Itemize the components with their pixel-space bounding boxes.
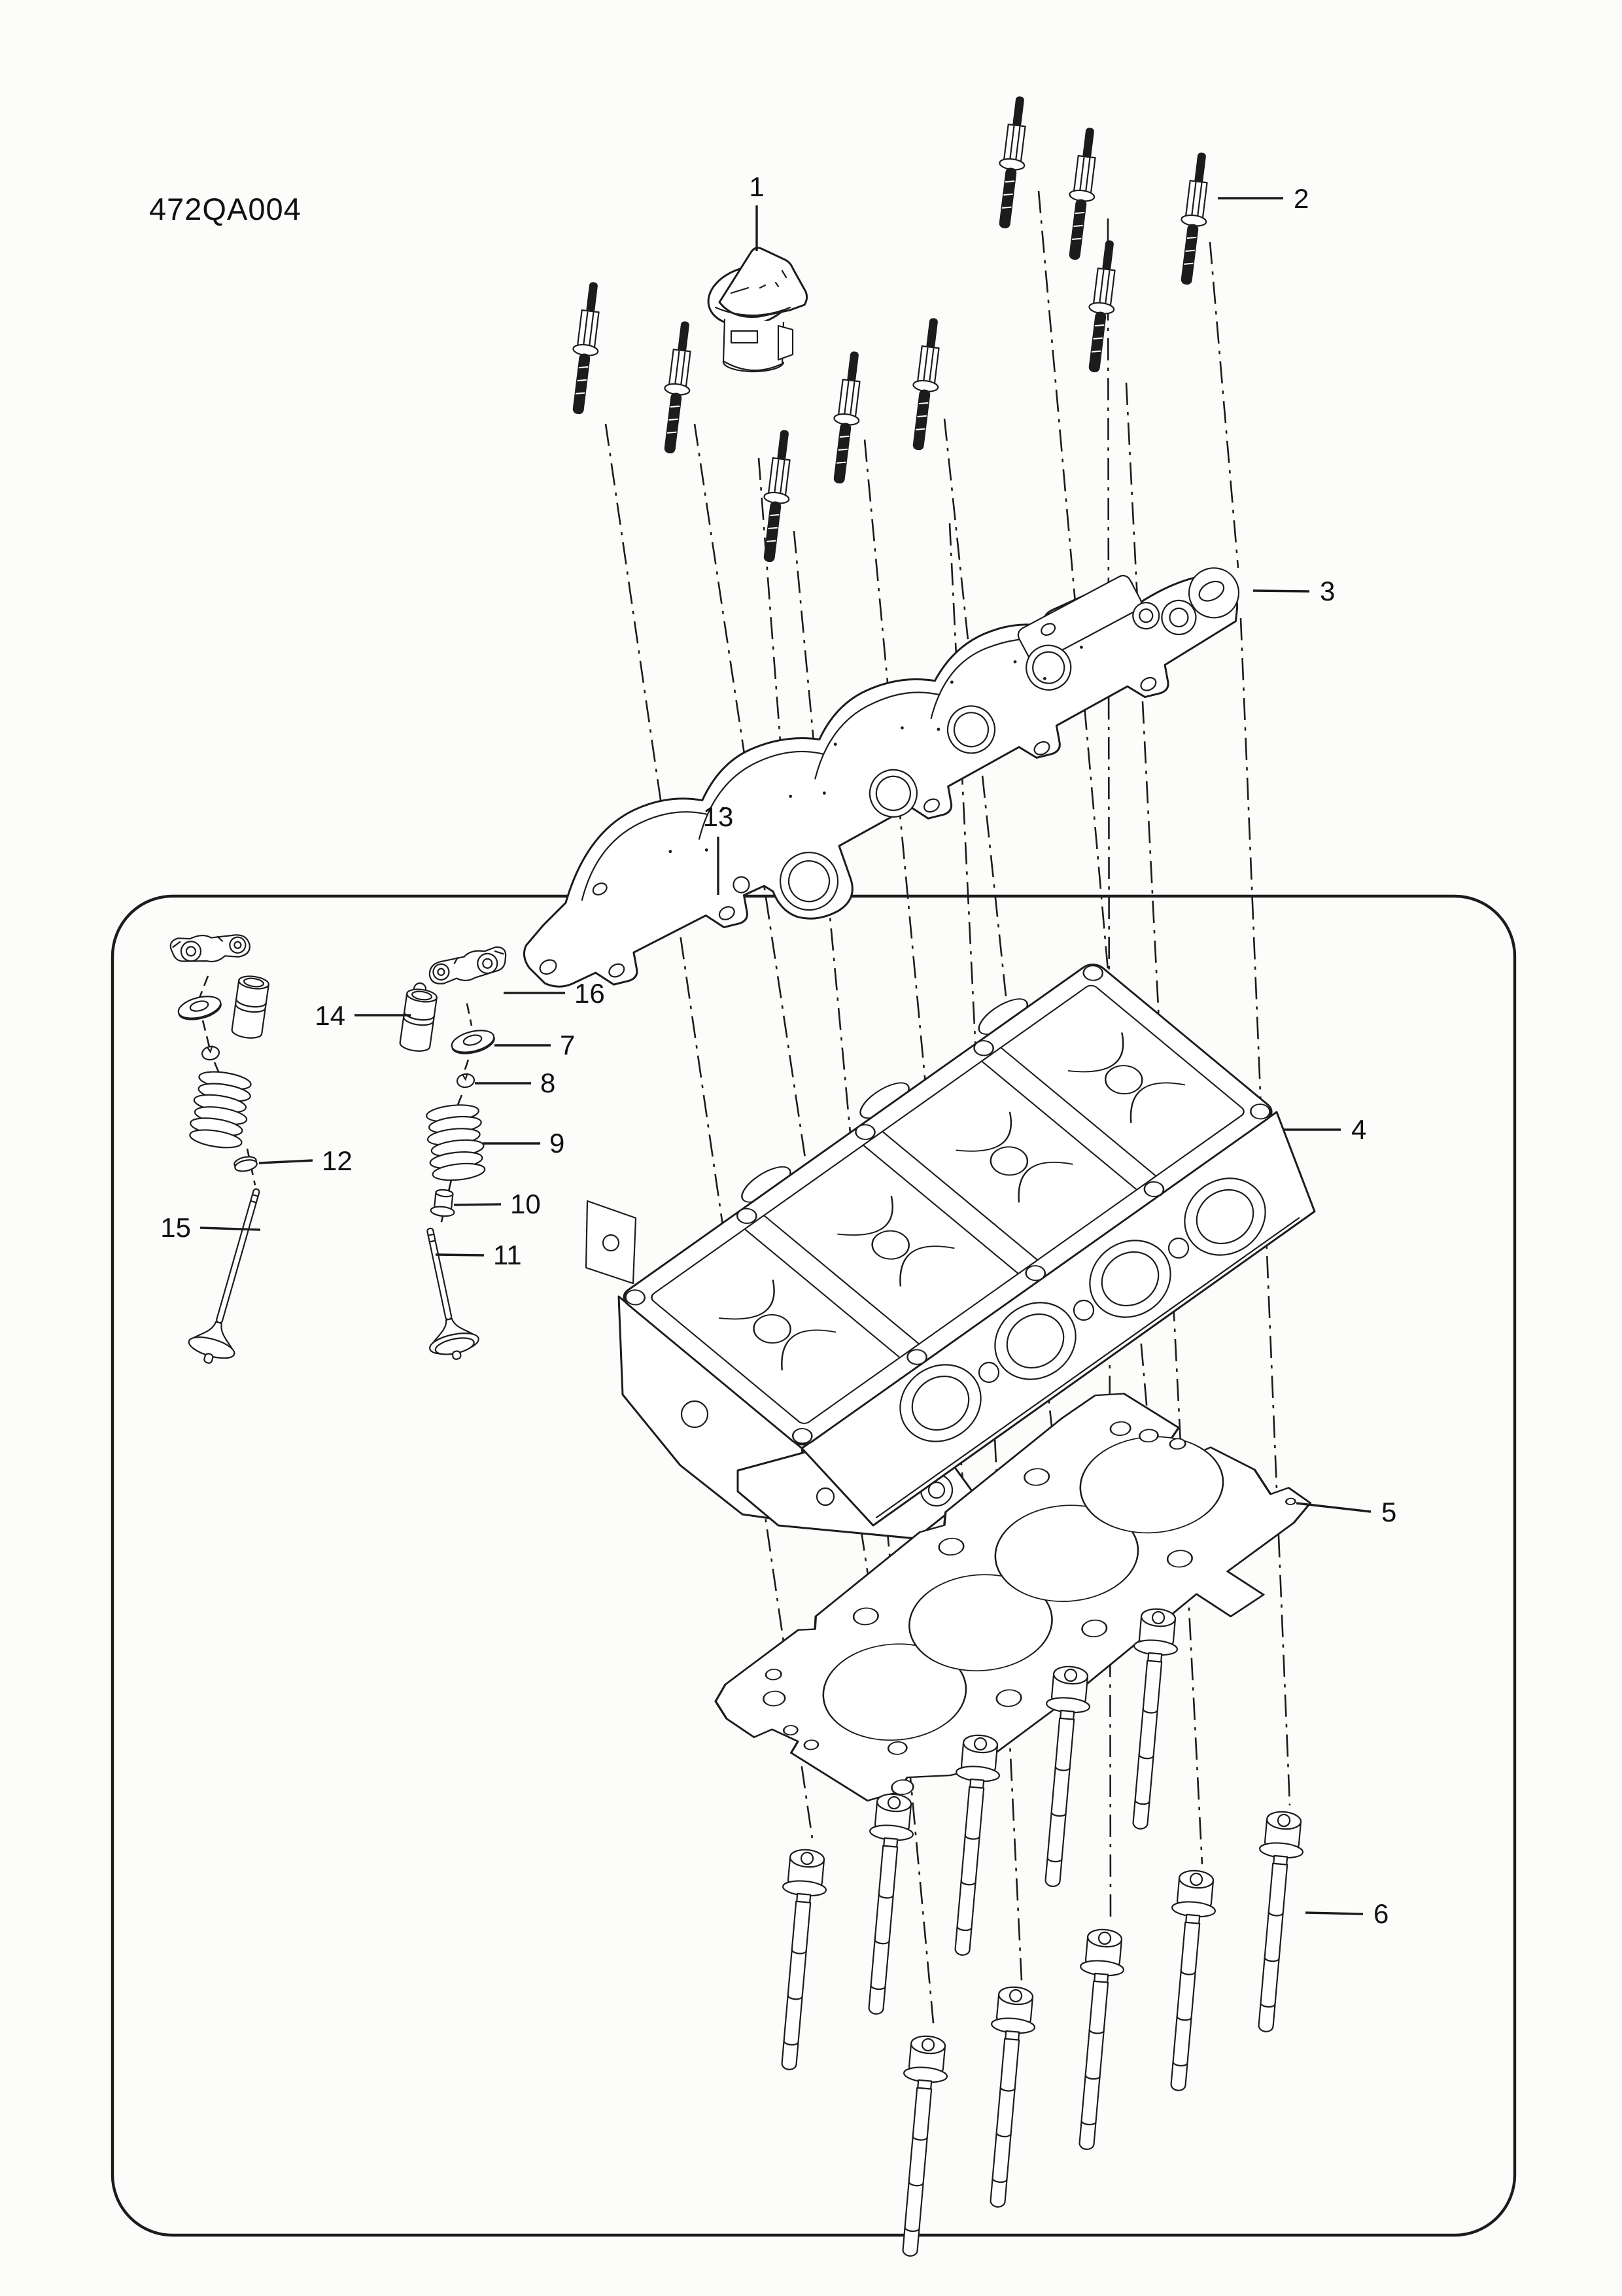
parts-group-box: [111, 894, 1517, 2237]
cylinder-head: [585, 964, 1316, 1540]
leader-line-15: [199, 1226, 261, 1231]
valve-cover-studs: [564, 94, 1215, 564]
callout-15: 15: [160, 1212, 261, 1243]
part-number-6: 6: [1373, 1898, 1389, 1929]
part-number-13: 13: [703, 801, 734, 832]
callout-2: 2: [1218, 183, 1309, 214]
part-number-16: 16: [574, 978, 605, 1009]
part-number-9: 9: [549, 1128, 564, 1158]
part-number-15: 15: [160, 1212, 191, 1243]
callout-3: 3: [1252, 576, 1335, 606]
spring-seat-washer: [233, 1156, 258, 1172]
valve-train-center-lines: [198, 975, 473, 1225]
spring-retainer-exhaust: [175, 992, 224, 1024]
part-number-1: 1: [749, 171, 764, 202]
part-number-5: 5: [1381, 1497, 1396, 1527]
leader-line-10: [453, 1203, 502, 1206]
valve-keeper-exhaust: [200, 1044, 221, 1062]
part-number-2: 2: [1294, 183, 1309, 214]
valve-cover: [523, 567, 1240, 988]
callout-12: 12: [258, 1145, 353, 1176]
callout-11: 11: [435, 1240, 522, 1270]
part-number-8: 8: [540, 1068, 555, 1098]
leader-line-5: [1296, 1502, 1372, 1513]
valve-train: [168, 925, 509, 1364]
spring-retainer-intake: [449, 1026, 498, 1058]
valve-spring-exhaust: [186, 1068, 254, 1152]
callout-6: 6: [1305, 1898, 1389, 1929]
part-number-10: 10: [510, 1189, 541, 1219]
callout-1: 1: [749, 171, 765, 251]
oil-filler-cap: [707, 247, 808, 373]
leader-line-6: [1305, 1911, 1364, 1915]
callout-5: 5: [1296, 1497, 1396, 1527]
part-number-14: 14: [315, 1000, 345, 1031]
part-number-3: 3: [1320, 576, 1335, 606]
valve-stem-seal: [430, 1189, 455, 1217]
part-number-7: 7: [560, 1030, 575, 1060]
callout-14: 14: [315, 1000, 411, 1031]
rocker-arm-exhaust: [168, 925, 252, 969]
callout-9: 9: [483, 1128, 564, 1158]
valve-keeper-intake: [455, 1072, 476, 1089]
part-number-12: 12: [322, 1145, 353, 1176]
exhaust-valve: [188, 1188, 260, 1364]
head-gasket: [714, 1393, 1312, 1801]
rocker-arm-intake: [426, 945, 509, 986]
valve-spring-intake: [423, 1102, 488, 1183]
figure-code: 472QA004: [149, 192, 302, 226]
stud-labeled-2: [1173, 150, 1215, 287]
callout-13: 13: [703, 801, 734, 895]
valve-lifter-intake: [398, 982, 439, 1054]
callout-4: 4: [1283, 1114, 1366, 1145]
valve-lifter-exhaust: [230, 973, 271, 1041]
cylinder-head-deck: [623, 964, 1273, 1446]
part-number-11: 11: [493, 1240, 522, 1270]
callout-10: 10: [453, 1189, 541, 1219]
intake-valve: [426, 1227, 479, 1360]
callout-16: 16: [504, 978, 605, 1009]
leader-line-12: [258, 1159, 313, 1164]
bolt-labeled-6: [1243, 1809, 1307, 2034]
part-number-4: 4: [1351, 1114, 1366, 1145]
callout-8: 8: [475, 1068, 555, 1098]
callout-7: 7: [494, 1030, 575, 1060]
